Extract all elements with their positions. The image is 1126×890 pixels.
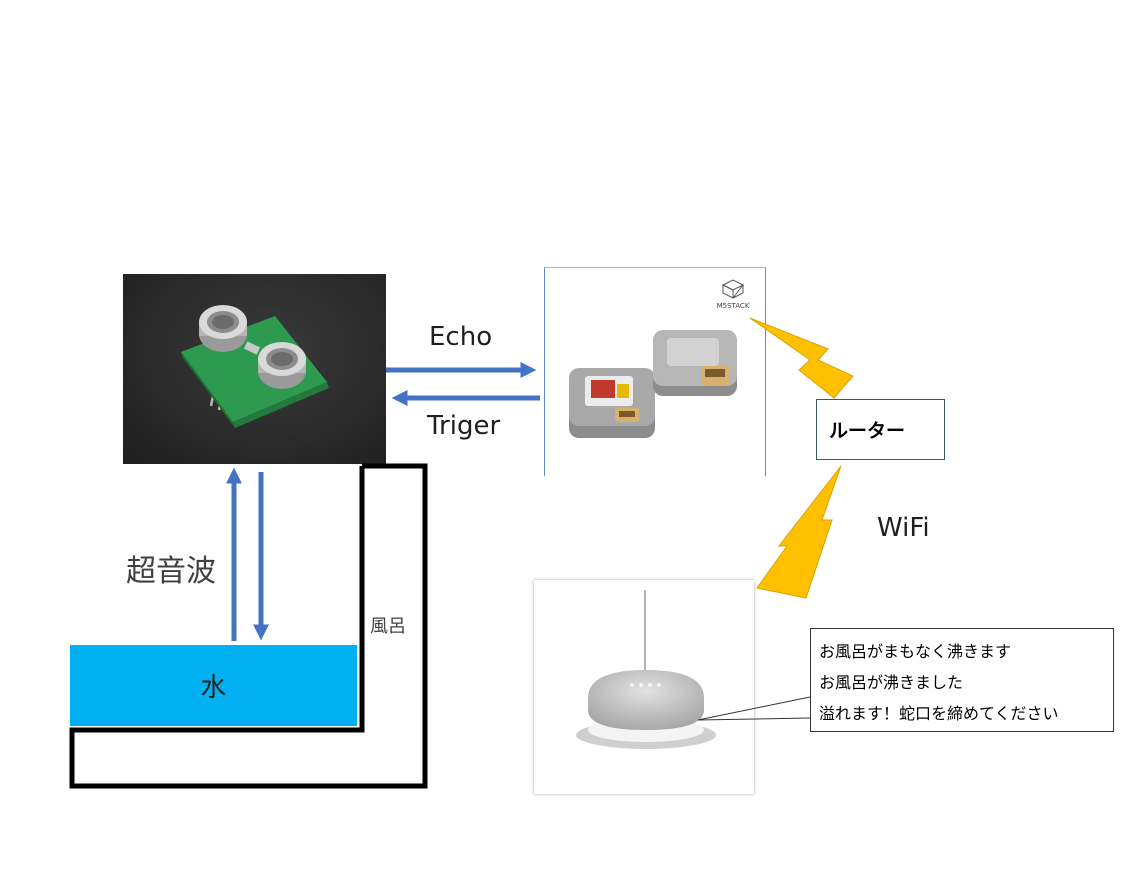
m5stack-illustration: M5STACK bbox=[569, 279, 750, 438]
echo-label: Echo bbox=[429, 322, 493, 352]
ultrasonic-sensor-photo bbox=[123, 274, 386, 464]
bathtub-outline bbox=[69, 463, 428, 789]
m5stack-photo: M5STACK bbox=[544, 267, 766, 476]
wifi-label: WiFi bbox=[877, 513, 930, 543]
ultrasonic-label: 超音波 bbox=[126, 554, 216, 589]
water-label: 水 bbox=[200, 673, 227, 703]
message-line: お風呂がまもなく沸きます bbox=[819, 642, 1012, 661]
message-line: お風呂が沸きました bbox=[819, 673, 964, 692]
triger-label: Triger bbox=[427, 411, 501, 441]
speaker-message-box: お風呂がまもなく沸きます お風呂が沸きました 溢れます！蛇口を締めてください bbox=[810, 628, 1114, 732]
router-label: ルーター bbox=[829, 420, 906, 442]
lightning-bolt-icon bbox=[749, 317, 854, 399]
smart-speaker-illustration bbox=[576, 590, 716, 749]
message-line: 溢れます！蛇口を締めてください bbox=[819, 704, 1059, 723]
smart-speaker-photo bbox=[534, 580, 754, 794]
m5stack-logo-text: M5STACK bbox=[717, 302, 750, 310]
ultrasonic-sensor-illustration bbox=[181, 305, 329, 428]
water-area bbox=[70, 645, 357, 726]
callout-line bbox=[697, 717, 811, 721]
lightning-bolt-icon bbox=[756, 465, 842, 599]
m5stack-logo-icon bbox=[721, 279, 745, 299]
router-box: ルーター bbox=[816, 399, 945, 460]
callout-line bbox=[697, 696, 811, 721]
bath-label: 風呂 bbox=[370, 616, 406, 637]
